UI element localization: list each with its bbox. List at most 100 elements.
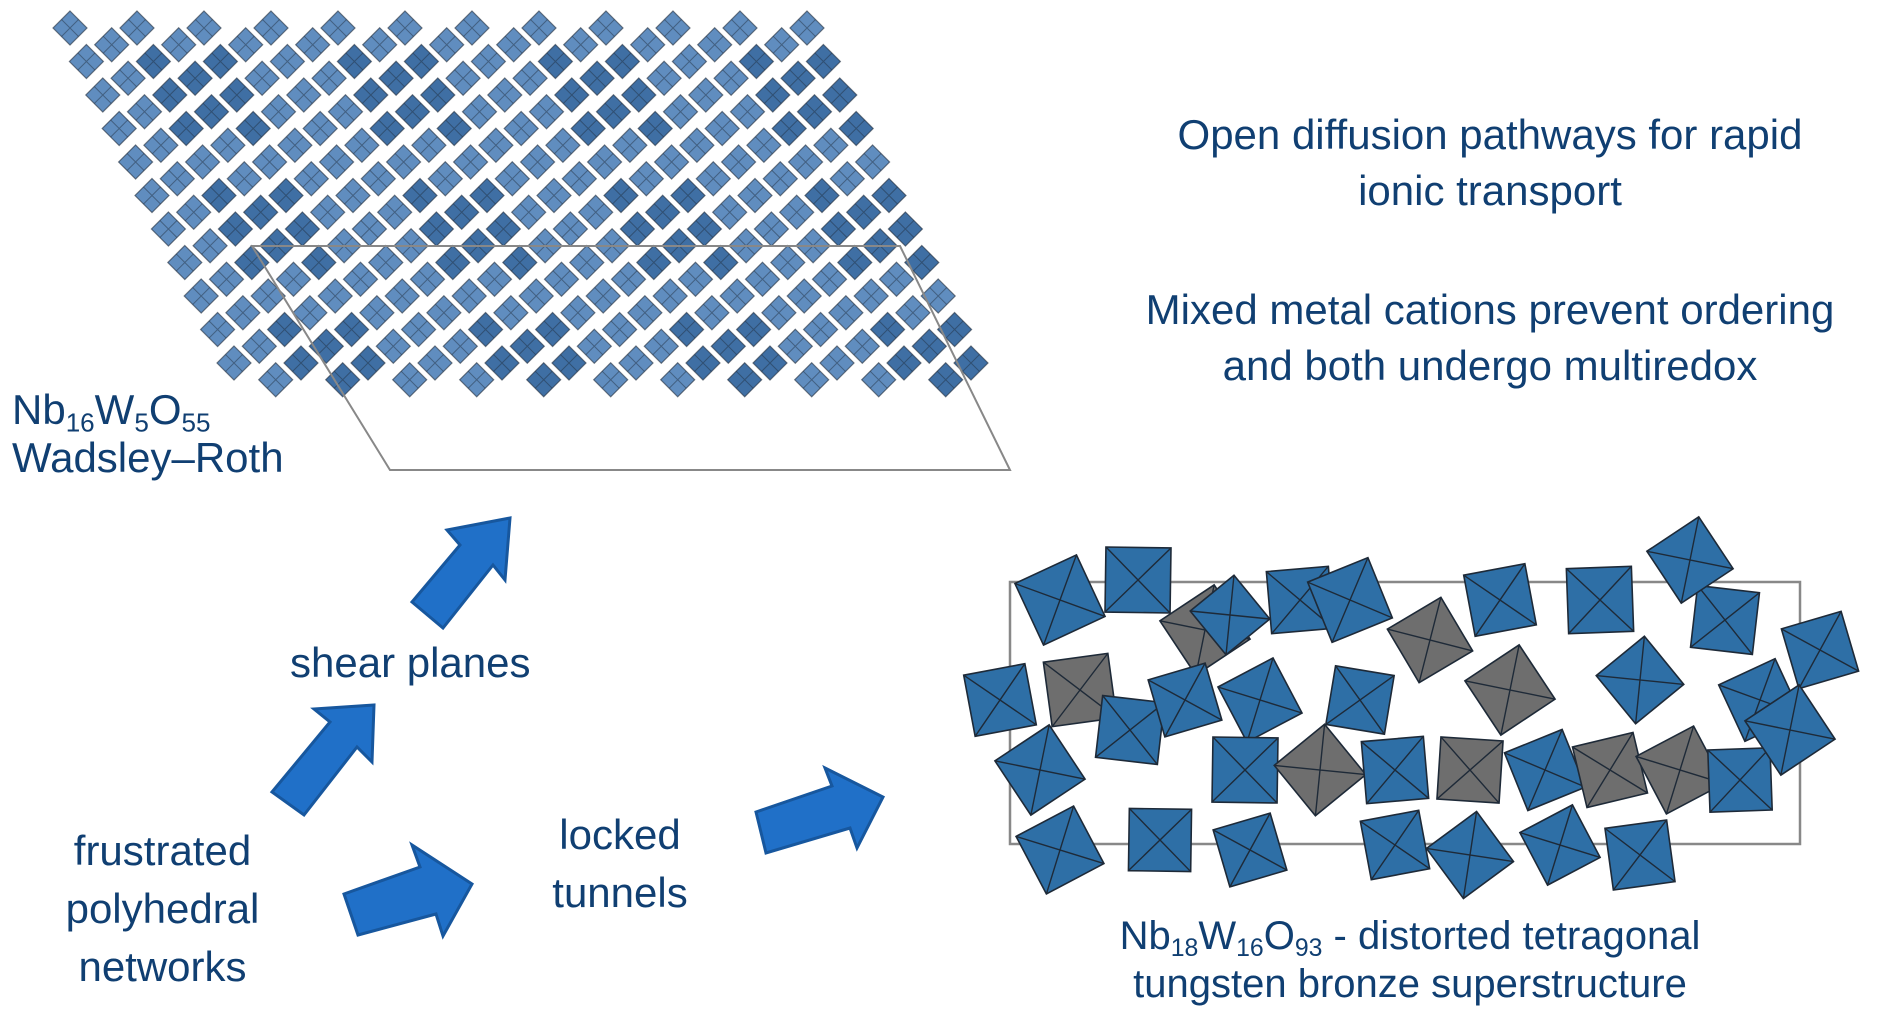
- octahedron-edge: [359, 354, 377, 372]
- octahedron-edge: [594, 287, 613, 305]
- octahedron-edge: [342, 320, 361, 339]
- octahedron-edge: [822, 136, 840, 155]
- octahedron-edge: [1646, 516, 1734, 604]
- octahedron-edge: [385, 203, 404, 222]
- octahedron-edge: [168, 169, 187, 188]
- octahedron-edge: [621, 136, 639, 155]
- octahedron-edge: [1147, 662, 1223, 738]
- octahedron-edge: [805, 102, 824, 121]
- octahedron-edge: [470, 102, 489, 121]
- octahedron-edge: [729, 153, 748, 171]
- octahedron-edge: [460, 287, 479, 305]
- octahedron-edge: [577, 253, 596, 272]
- octahedron-edge: [680, 52, 699, 71]
- octahedron-edge: [1744, 684, 1836, 776]
- octahedron-edge: [1426, 811, 1514, 899]
- statement-mixed-cations: Mixed metal cations prevent ordering and…: [1145, 286, 1835, 389]
- octahedron-edge: [436, 169, 455, 188]
- octahedron-edge: [904, 303, 922, 322]
- octahedron-edge: [778, 253, 797, 272]
- octahedron-edge: [613, 52, 632, 71]
- octahedron-edge: [201, 236, 219, 255]
- octahedron-edge: [219, 136, 237, 155]
- octahedron-edge: [612, 186, 630, 205]
- octahedron-edge: [353, 136, 371, 155]
- octahedron-edge: [195, 19, 213, 37]
- locked-tunnels-label: locked tunnels: [552, 811, 688, 916]
- octahedron-edge: [962, 354, 980, 372]
- octahedron-edge: [601, 370, 620, 389]
- octahedron-edge: [811, 320, 830, 339]
- octahedron-edge: [420, 136, 438, 155]
- octahedron-edge: [704, 169, 723, 188]
- octahedron-edge: [677, 320, 696, 339]
- octahedron-edge: [802, 370, 821, 389]
- octahedron-edge: [1015, 805, 1105, 895]
- octahedron-edge: [250, 337, 269, 356]
- octahedron-edge: [303, 35, 322, 54]
- octahedron-edge: [1359, 809, 1431, 881]
- octahedron-edge: [545, 186, 563, 205]
- octahedron-edge: [400, 370, 419, 389]
- octahedron-edge: [627, 354, 645, 372]
- octahedron-edge: [963, 663, 1037, 737]
- octahedron-edge: [317, 337, 336, 356]
- octahedron-edge: [1104, 546, 1172, 614]
- octahedron-edge: [260, 153, 279, 171]
- octahedron-edge: [728, 287, 747, 305]
- octahedron-edge: [662, 153, 681, 171]
- octahedron-edge: [1504, 729, 1586, 811]
- octahedron-edge: [426, 354, 444, 372]
- octahedron-edge: [534, 370, 553, 389]
- octahedron-edge: [838, 169, 857, 188]
- octahedron-edge: [703, 303, 721, 322]
- octahedron-edge: [93, 86, 112, 104]
- octahedron-edge: [251, 203, 270, 222]
- octahedron-edge: [211, 52, 230, 71]
- octahedron-edge: [1014, 554, 1106, 646]
- octahedron-edge: [796, 153, 815, 171]
- octahedron-edge: [569, 303, 587, 322]
- frustrated-networks-label: frustrated polyhedral networks: [65, 827, 260, 990]
- octahedron-edge: [537, 102, 556, 121]
- octahedron-edge: [586, 203, 605, 222]
- octahedron-edge: [561, 220, 580, 238]
- octahedron-edge: [543, 320, 562, 339]
- octahedron-edge: [895, 354, 913, 372]
- octahedron-edge: [744, 320, 763, 339]
- octahedron-edge: [269, 102, 288, 121]
- octahedron-edge: [787, 203, 806, 222]
- octahedron-edge: [454, 69, 472, 88]
- octahedron-edge: [476, 320, 495, 339]
- octahedron-edge: [175, 253, 194, 272]
- octahedron-edge: [661, 287, 680, 305]
- octahedron-edge: [266, 370, 285, 389]
- octahedron-edge: [128, 19, 146, 37]
- octahedron-edge: [664, 19, 682, 37]
- octahedron-edge: [945, 320, 964, 339]
- octahedron-edge: [679, 186, 697, 205]
- octahedron-edge: [1604, 819, 1676, 891]
- octahedron-edge: [227, 86, 246, 104]
- octahedron-edge: [351, 270, 370, 289]
- tungsten-bronze-caption: Nb18W16O93 - distorted tetragonal tungst…: [1119, 914, 1701, 1006]
- octahedron-edge: [387, 69, 405, 88]
- octahedron-edge: [368, 303, 386, 322]
- octahedron-edge: [772, 35, 791, 54]
- octahedron-edge: [244, 119, 263, 138]
- octahedron-edge: [345, 52, 364, 71]
- octahedron-edge: [837, 303, 855, 322]
- octahedron-edge: [746, 186, 764, 205]
- octahedron-edge: [869, 370, 888, 389]
- octahedron-edge: [485, 270, 504, 289]
- octahedron-edge: [1781, 611, 1859, 689]
- octahedron-edge: [845, 253, 864, 272]
- octahedron-edge: [994, 724, 1086, 816]
- octahedron-edge: [628, 220, 647, 238]
- octahedron-edge: [585, 337, 604, 356]
- octahedron-edge: [217, 270, 236, 289]
- octahedron-edge: [694, 354, 712, 372]
- shear-planes-label: shear planes: [290, 639, 531, 686]
- octahedron-edge: [896, 220, 915, 238]
